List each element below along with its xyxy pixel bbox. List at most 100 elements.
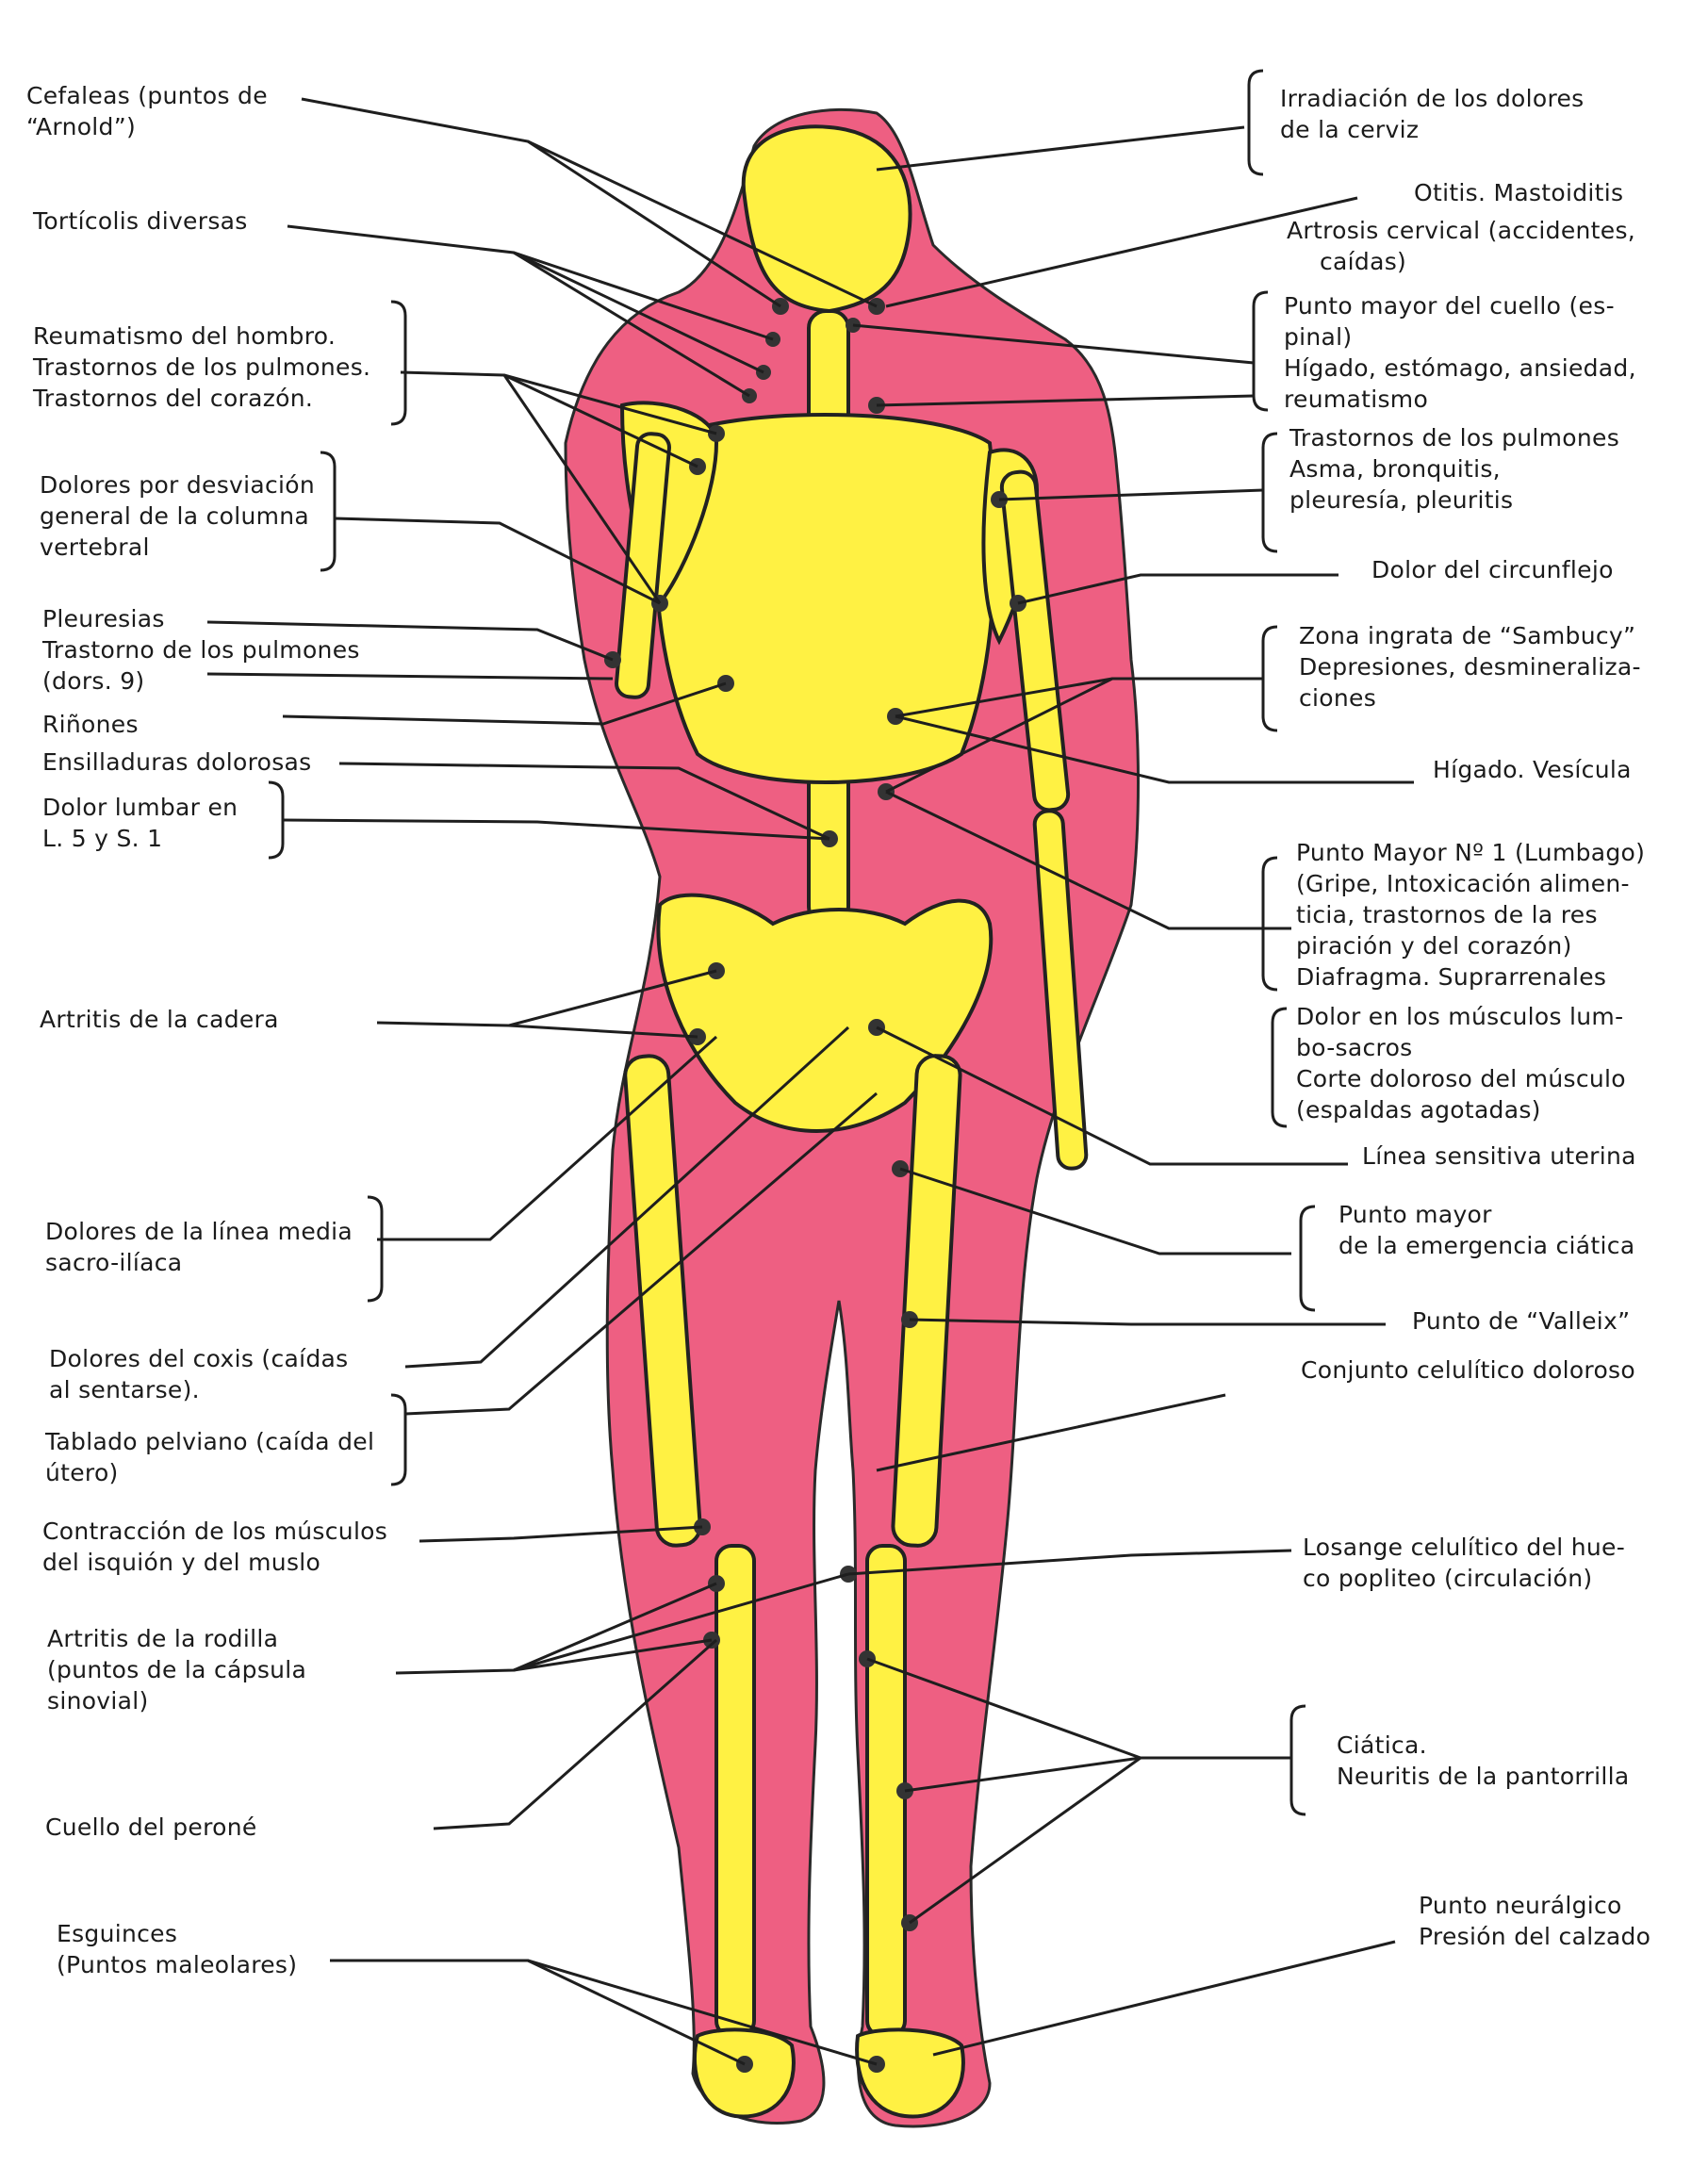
label-line: Conjunto celulítico doloroso — [1301, 1356, 1635, 1384]
label-line: co popliteo (circulación) — [1303, 1565, 1593, 1592]
label-cuello-perone: Cuello del peroné — [45, 1812, 257, 1843]
label-line: Dolores de la línea media — [45, 1218, 353, 1245]
label-otitis: Otitis. Mastoiditis — [1414, 177, 1623, 208]
label-line: Asma, bronquitis, — [1289, 455, 1501, 483]
label-line: Pleuresias — [42, 605, 165, 632]
label-line: Trastornos de los pulmones. — [33, 353, 371, 381]
label-torticolis: Tortícolis diversas — [33, 205, 248, 237]
label-line: piración y del corazón) — [1296, 932, 1572, 960]
left-foot — [692, 2027, 796, 2119]
left-tibia — [714, 1544, 756, 2038]
label-line: Losange celulítico del hue- — [1303, 1534, 1626, 1561]
label-line: caídas) — [1320, 248, 1407, 275]
label-line: Ciática. — [1337, 1731, 1427, 1759]
label-line: Presión del calzado — [1419, 1923, 1651, 1950]
braces — [268, 69, 1316, 1816]
label-esguinces: Esguinces (Puntos maleolares) — [57, 1918, 297, 1980]
label-valleix: Punto de “Valleix” — [1412, 1305, 1630, 1337]
label-line: ciones — [1299, 684, 1377, 712]
label-line: Ensilladuras dolorosas — [42, 748, 312, 776]
label-conjunto-celulitico: Conjunto celulítico doloroso — [1301, 1354, 1635, 1386]
label-line: Cefaleas (puntos de — [26, 82, 268, 109]
label-trastornos-pulmones: Trastornos de los pulmones Asma, bronqui… — [1289, 422, 1619, 516]
label-line: Dolor en los músculos lum- — [1296, 1003, 1624, 1030]
label-contraccion-musculos: Contracción de los músculos del isquión … — [42, 1516, 387, 1578]
label-line: Trastornos del corazón. — [33, 385, 314, 412]
label-line: Zona ingrata de “Sambucy” — [1299, 622, 1636, 649]
label-line: Dolores del coxis (caídas — [49, 1345, 349, 1372]
label-dolor-lumbar: Dolor lumbar en L. 5 y S. 1 — [42, 792, 238, 854]
label-line: Riñones — [42, 711, 139, 738]
label-line: Trastorno de los pulmones — [42, 636, 360, 664]
label-irradiacion-cerviz: Irradiación de los dolores de la cerviz — [1280, 83, 1584, 145]
label-linea-media: Dolores de la línea media sacro-ilíaca — [45, 1216, 353, 1278]
label-line: (puntos de la cápsula — [47, 1656, 307, 1683]
label-line: Trastornos de los pulmones — [1289, 424, 1620, 451]
label-line: Punto de “Valleix” — [1412, 1307, 1631, 1335]
right-femur — [891, 1054, 962, 1548]
label-reumatismo-hombro: Reumatismo del hombro. Trastornos de los… — [33, 320, 370, 414]
label-punto-mayor-cuello: Punto mayor del cuello (es- pinal) Hígad… — [1284, 290, 1636, 415]
label-line: Hígado. Vesícula — [1433, 756, 1632, 783]
label-line: Irradiación de los dolores — [1280, 85, 1585, 112]
skull — [741, 124, 912, 314]
label-line: (espaldas agotadas) — [1296, 1096, 1541, 1124]
label-line: Línea sensitiva uterina — [1362, 1142, 1636, 1170]
label-line: Corte doloroso del músculo — [1296, 1065, 1626, 1092]
label-line: Artrosis cervical (accidentes, — [1287, 217, 1636, 244]
label-line: Otitis. Mastoiditis — [1414, 179, 1624, 206]
label-line: Diafragma. Suprarrenales — [1296, 963, 1607, 991]
label-losange: Losange celulítico del hue- co popliteo … — [1303, 1532, 1625, 1594]
label-line: Punto mayor — [1338, 1201, 1492, 1228]
label-line: Reumatismo del hombro. — [33, 322, 337, 350]
label-sambucy: Zona ingrata de “Sambucy” Depresiones, d… — [1299, 620, 1641, 714]
label-line: Punto neurálgico — [1419, 1892, 1622, 1919]
label-desviacion-columna: Dolores por desviación general de la col… — [40, 469, 315, 563]
label-line: de la emergencia ciática — [1338, 1232, 1635, 1259]
label-line: (dors. 9) — [42, 667, 145, 695]
label-line: vertebral — [40, 533, 150, 561]
label-line: Dolor lumbar en — [42, 794, 238, 821]
label-line: pleuresía, pleuritis — [1289, 486, 1514, 514]
label-line: (Puntos maleolares) — [57, 1951, 298, 1978]
label-punto-neuralgico: Punto neurálgico Presión del calzado — [1419, 1890, 1651, 1952]
right-forearm — [1032, 809, 1089, 1171]
label-line: “Arnold”) — [26, 113, 137, 140]
left-humerus — [615, 432, 671, 699]
label-line: Punto mayor del cuello (es- — [1284, 292, 1615, 320]
label-punto-mayor-1: Punto Mayor Nº 1 (Lumbago) (Gripe, Intox… — [1296, 837, 1645, 993]
label-line: al sentarse). — [49, 1376, 200, 1403]
label-line: Hígado, estómago, ansiedad, — [1284, 354, 1636, 382]
label-pleuresias: Pleuresias Trastorno de los pulmones (do… — [42, 603, 360, 697]
label-line: pinal) — [1284, 323, 1353, 351]
label-line: útero) — [45, 1459, 119, 1486]
pelvis — [656, 893, 994, 1133]
label-circunflejo: Dolor del circunflejo — [1371, 554, 1614, 585]
left-femur — [623, 1054, 702, 1548]
label-line: Cuello del peroné — [45, 1813, 257, 1841]
right-foot — [855, 2027, 965, 2119]
label-artrosis-cervical: Artrosis cervical (accidentes, caídas) — [1287, 215, 1635, 277]
label-line: de la cerviz — [1280, 116, 1420, 143]
label-rinones: Riñones — [42, 709, 139, 740]
leader-lines — [206, 97, 1414, 2066]
label-line: Depresiones, desmineraliza- — [1299, 653, 1641, 681]
label-ciatica: Ciática. Neuritis de la pantorrilla — [1337, 1730, 1630, 1792]
label-tablado-pelviano: Tablado pelviano (caída del útero) — [45, 1426, 374, 1488]
label-line: Contracción de los músculos — [42, 1518, 388, 1545]
label-line: reumatismo — [1284, 386, 1429, 413]
label-line: Punto Mayor Nº 1 (Lumbago) — [1296, 839, 1646, 866]
label-cefaleas: Cefaleas (puntos de “Arnold”) — [26, 80, 268, 142]
label-higado-vesicula: Hígado. Vesícula — [1433, 754, 1632, 785]
label-artritis-rodilla: Artritis de la rodilla (puntos de la cáp… — [47, 1623, 306, 1716]
label-line: Tortícolis diversas — [33, 207, 248, 235]
label-line: (Gripe, Intoxicación alimen- — [1296, 870, 1630, 897]
label-line: Esguinces — [57, 1920, 178, 1947]
label-line: del isquión y del muslo — [42, 1549, 321, 1576]
label-line: sinovial) — [47, 1687, 149, 1715]
label-line: Artritis de la rodilla — [47, 1625, 279, 1652]
label-line: general de la columna — [40, 502, 310, 530]
label-musculos-lumbo: Dolor en los músculos lum- bo-sacros Cor… — [1296, 1001, 1626, 1125]
label-line: bo-sacros — [1296, 1034, 1413, 1061]
